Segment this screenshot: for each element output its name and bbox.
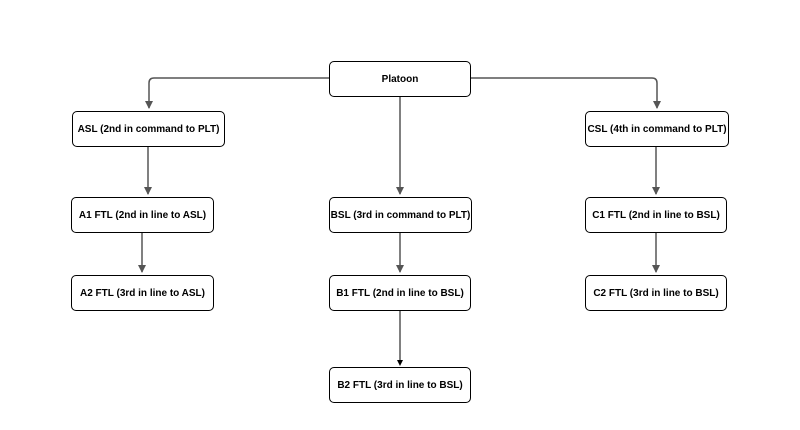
c1-ftl-node: C1 FTL (2nd in line to BSL) bbox=[585, 197, 727, 233]
asl-node: ASL (2nd in command to PLT) bbox=[72, 111, 225, 147]
connector-platoon-to-asl bbox=[145, 77, 329, 109]
bsl-node: BSL (3rd in command to PLT) bbox=[329, 197, 472, 233]
c2-ftl-node: C2 FTL (3rd in line to BSL) bbox=[585, 275, 727, 311]
connector-platoon-to-csl bbox=[471, 77, 661, 109]
b1-ftl-node: B1 FTL (2nd in line to BSL) bbox=[329, 275, 471, 311]
a1-ftl-node: A1 FTL (2nd in line to ASL) bbox=[71, 197, 214, 233]
a2-ftl-node: A2 FTL (3rd in line to ASL) bbox=[71, 275, 214, 311]
csl-node: CSL (4th in command to PLT) bbox=[585, 111, 729, 147]
b2-ftl-node: B2 FTL (3rd in line to BSL) bbox=[329, 367, 471, 403]
platoon-node: Platoon bbox=[329, 61, 471, 97]
